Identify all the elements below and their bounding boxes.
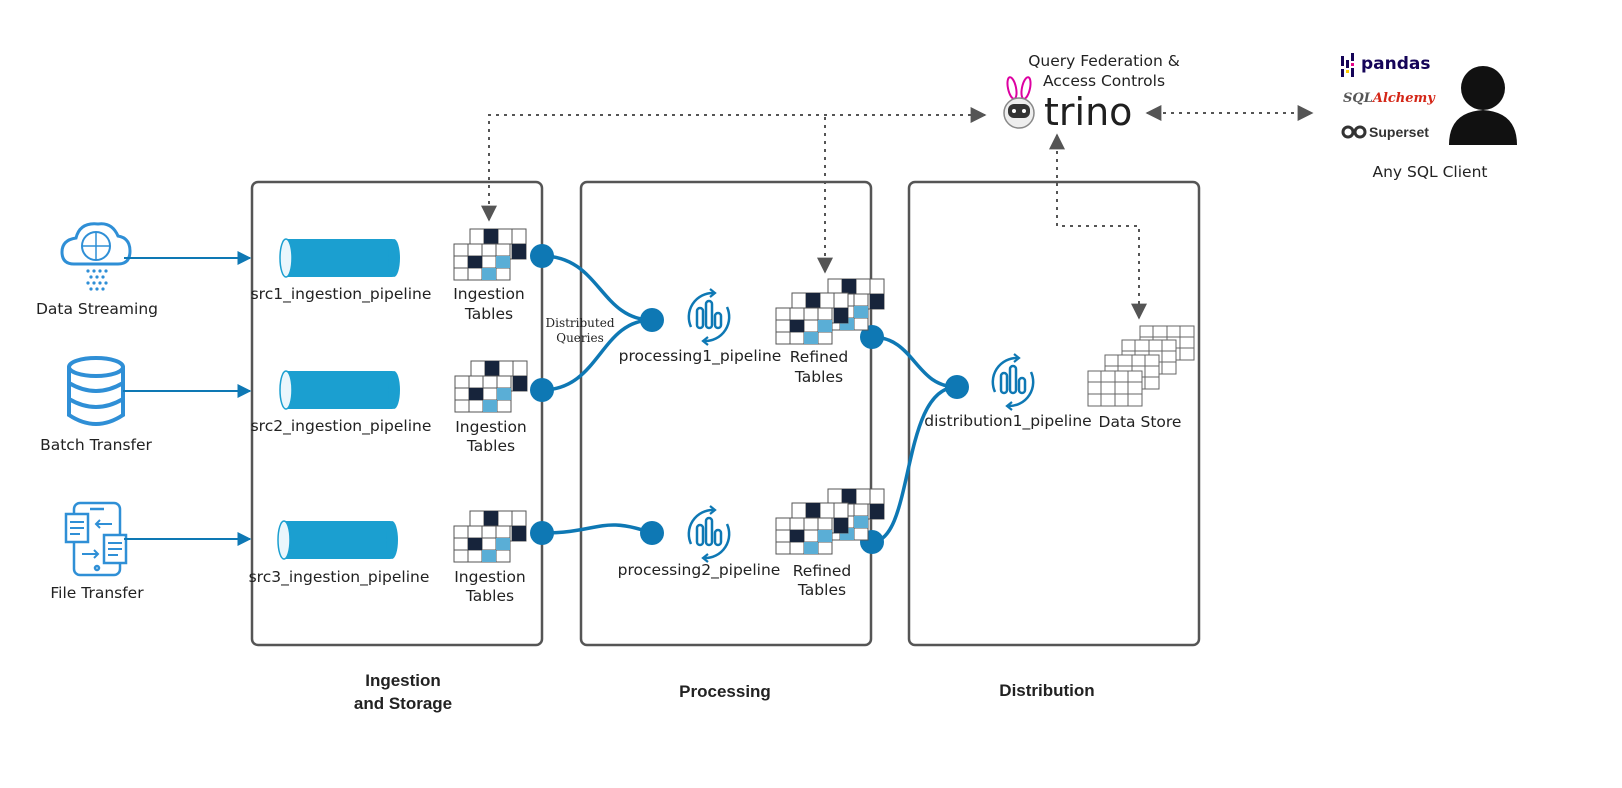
sqlalchemy-suffix: Alchemy [1371, 91, 1436, 106]
trino-logo-text: trino [1044, 90, 1132, 134]
ingestion-stage-title: Ingestion [365, 671, 441, 690]
pipeline-cycle-icon-3 [991, 352, 1035, 412]
ingestion-output-node-2 [530, 378, 554, 402]
distribution-input-node [945, 375, 969, 399]
refined-tables-label-1b: Tables [794, 368, 843, 386]
trino-bunny-icon [1003, 76, 1035, 129]
ingestion-tables-label-3a: Ingestion [454, 568, 526, 586]
distributed-queries-label-b: Queries [556, 331, 604, 345]
distribution-stage-title: Distribution [999, 681, 1094, 700]
processing2-pipeline-label: processing2_pipeline [618, 561, 781, 580]
federation-arrows [481, 105, 1314, 320]
pandas-logo-icon [1341, 53, 1354, 77]
ingestion-stage-title-line2: and Storage [354, 694, 452, 713]
ingestion-tables-grid-1 [453, 228, 527, 281]
refined-output-node-1 [860, 325, 884, 349]
user-avatar-icon [1449, 66, 1517, 145]
refined-tables-label-2b: Tables [797, 581, 846, 599]
cloud-streaming-icon [60, 222, 132, 291]
processing1-input-node [640, 308, 664, 332]
data-store-label: Data Store [1099, 413, 1182, 431]
ingestion-output-node-1 [530, 244, 554, 268]
database-icon [67, 356, 125, 426]
ingestion-pipeline-label-3: src3_ingestion_pipeline [249, 568, 430, 587]
ingestion-pipe-1 [279, 238, 401, 278]
pipeline-cycle-icon-1 [687, 287, 731, 347]
refined-tables-label-1a: Refined [790, 348, 849, 366]
processing-stage-title: Processing [679, 682, 771, 701]
ingestion-output-node-3 [530, 521, 554, 545]
sql-client-caption: Any SQL Client [1372, 163, 1487, 181]
federation-caption-b: Access Controls [1043, 72, 1165, 90]
source-label-batch: Batch Transfer [40, 436, 152, 454]
ingestion-pipe-2 [279, 370, 401, 410]
ingestion-pipeline-label-2: src2_ingestion_pipeline [251, 417, 432, 436]
ingestion-tables-grid-3 [453, 510, 527, 563]
data-store-icon [1087, 325, 1195, 407]
pipeline-cycle-icon-2 [687, 504, 731, 564]
ingestion-pipeline-label-1: src1_ingestion_pipeline [251, 285, 432, 304]
ingestion-storage-box [250, 180, 544, 647]
processing1-pipeline-label: processing1_pipeline [619, 347, 782, 366]
distribution-pipeline-label: distribution1_pipeline [924, 412, 1091, 431]
sqlalchemy-logo-text: SQLAlchemy [1343, 91, 1436, 106]
ingestion-tables-grid-2 [454, 360, 528, 413]
ingestion-tables-label-1a: Ingestion [453, 285, 525, 303]
flow-connectors [541, 254, 958, 544]
ingestion-pipe-3 [277, 520, 399, 560]
superset-logo-text: Superset [1369, 124, 1429, 140]
file-transfer-icon [64, 501, 128, 577]
ingestion-tables-label-2b: Tables [466, 437, 515, 455]
distributed-queries-label-a: Distributed [545, 316, 614, 330]
federation-caption-a: Query Federation & [1028, 52, 1180, 70]
source-label-streaming: Data Streaming [36, 300, 158, 318]
superset-logo-icon [1341, 125, 1367, 139]
source-label-file: File Transfer [50, 584, 144, 602]
ingestion-tables-label-1b: Tables [464, 305, 513, 323]
ingestion-tables-label-2a: Ingestion [455, 418, 527, 436]
processing2-input-node [640, 521, 664, 545]
ingestion-tables-label-3b: Tables [465, 587, 514, 605]
sqlalchemy-prefix: SQL [1343, 91, 1373, 106]
pandas-logo-text: pandas [1361, 54, 1431, 74]
refined-tables-label-2a: Refined [793, 562, 852, 580]
